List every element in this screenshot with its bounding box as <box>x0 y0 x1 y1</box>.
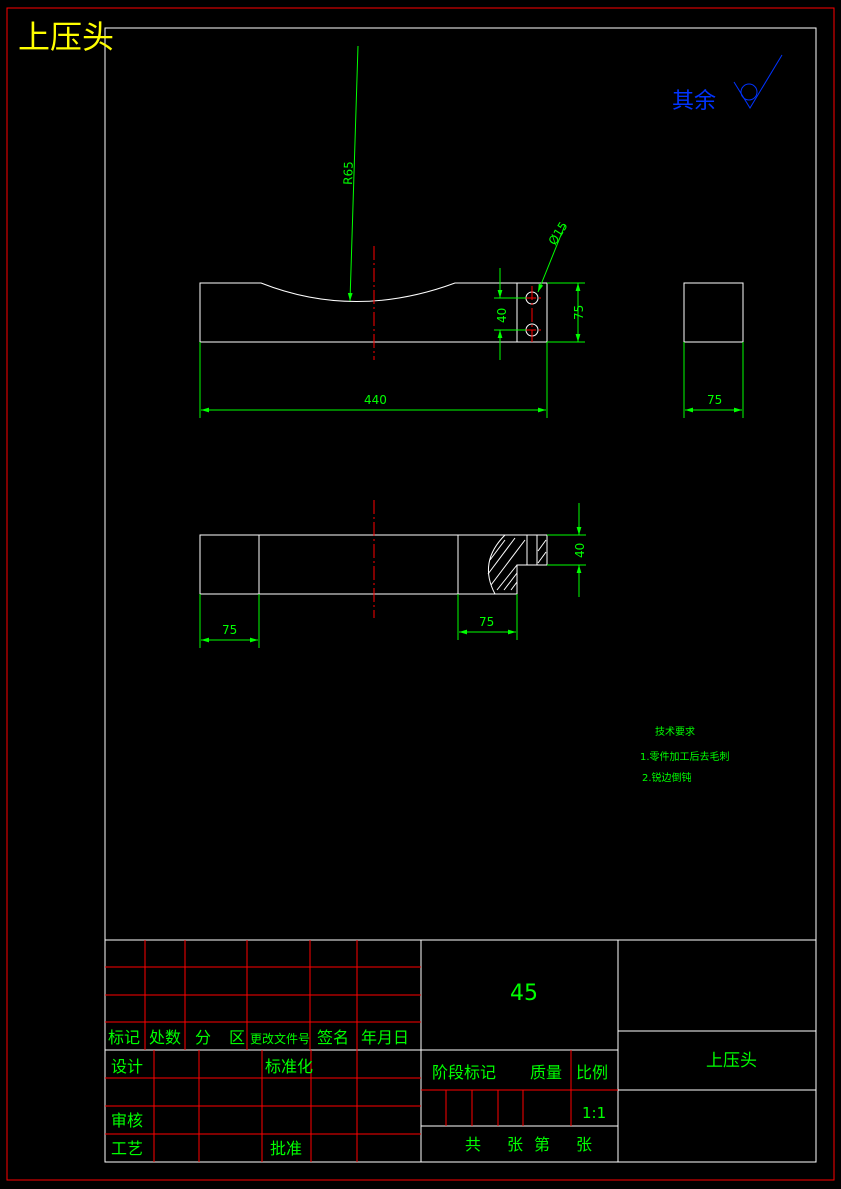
tech-req-item-2: 2.锐边倒钝 <box>642 771 692 784</box>
sheet-border <box>6 7 835 1181</box>
section-arc <box>488 534 506 595</box>
top-left-dimension <box>199 594 260 648</box>
top-depth-label: 40 <box>573 543 587 558</box>
scale-value: 1:1 <box>582 1104 606 1122</box>
hole-dia-dimension <box>537 224 566 293</box>
roughness-symbol-icon <box>733 54 783 109</box>
material-label: 45 <box>510 981 538 1006</box>
hole-spacing-label: 40 <box>495 308 509 323</box>
rev-header-zone: 区 <box>229 1028 245 1047</box>
tech-req-item-1: 1.零件加工后去毛刺 <box>640 751 730 763</box>
top-left-label: 75 <box>222 623 237 637</box>
side-width-label: 75 <box>707 393 722 407</box>
sheets-unit-2: 张 <box>576 1135 592 1154</box>
rev-header-count: 处数 <box>149 1028 181 1047</box>
top-right-label: 75 <box>479 615 494 629</box>
roughness-note: 其余 <box>672 89 716 114</box>
sheets-total: 共 <box>465 1135 481 1154</box>
label-weight: 质量 <box>530 1063 562 1082</box>
hole-spacing-dimension <box>494 268 526 360</box>
hole-dia-label: Ø15 <box>546 219 571 247</box>
sheets-current: 第 <box>534 1135 550 1154</box>
rev-header-mark: 标记 <box>108 1028 140 1047</box>
title-block <box>105 939 816 1162</box>
rev-header-date: 年月日 <box>361 1028 409 1047</box>
height-label: 75 <box>572 305 586 320</box>
section-hatch <box>487 537 547 591</box>
label-standardization: 标准化 <box>265 1057 313 1076</box>
drawing-frame <box>104 27 817 1163</box>
part-name-label: 上压头 <box>706 1051 757 1071</box>
rev-header-sign: 签名 <box>317 1028 349 1047</box>
label-process: 工艺 <box>111 1139 143 1158</box>
sheets-unit-1: 张 <box>507 1135 523 1154</box>
side-view <box>683 282 744 343</box>
tech-req-heading: 技术要求 <box>655 725 695 738</box>
rev-header-doc: 更改文件号 <box>250 1031 310 1046</box>
label-scale: 比例 <box>576 1063 608 1082</box>
label-review: 审核 <box>111 1111 143 1130</box>
label-design: 设计 <box>111 1057 143 1076</box>
top-right-dimension <box>457 594 518 640</box>
label-stage: 阶段标记 <box>432 1063 496 1082</box>
side-width-dimension <box>683 342 744 418</box>
drawing-title: 上压头 <box>18 18 114 56</box>
length-dimension <box>199 342 548 418</box>
label-approve: 批准 <box>270 1139 302 1158</box>
front-view-outline <box>199 282 548 343</box>
radius-dimension <box>347 45 359 302</box>
height-dimension <box>547 282 585 343</box>
top-depth-dimension <box>547 503 586 597</box>
rev-header-div: 分 <box>195 1028 211 1047</box>
length-label: 440 <box>364 393 387 407</box>
radius-label: R65 <box>341 161 356 185</box>
